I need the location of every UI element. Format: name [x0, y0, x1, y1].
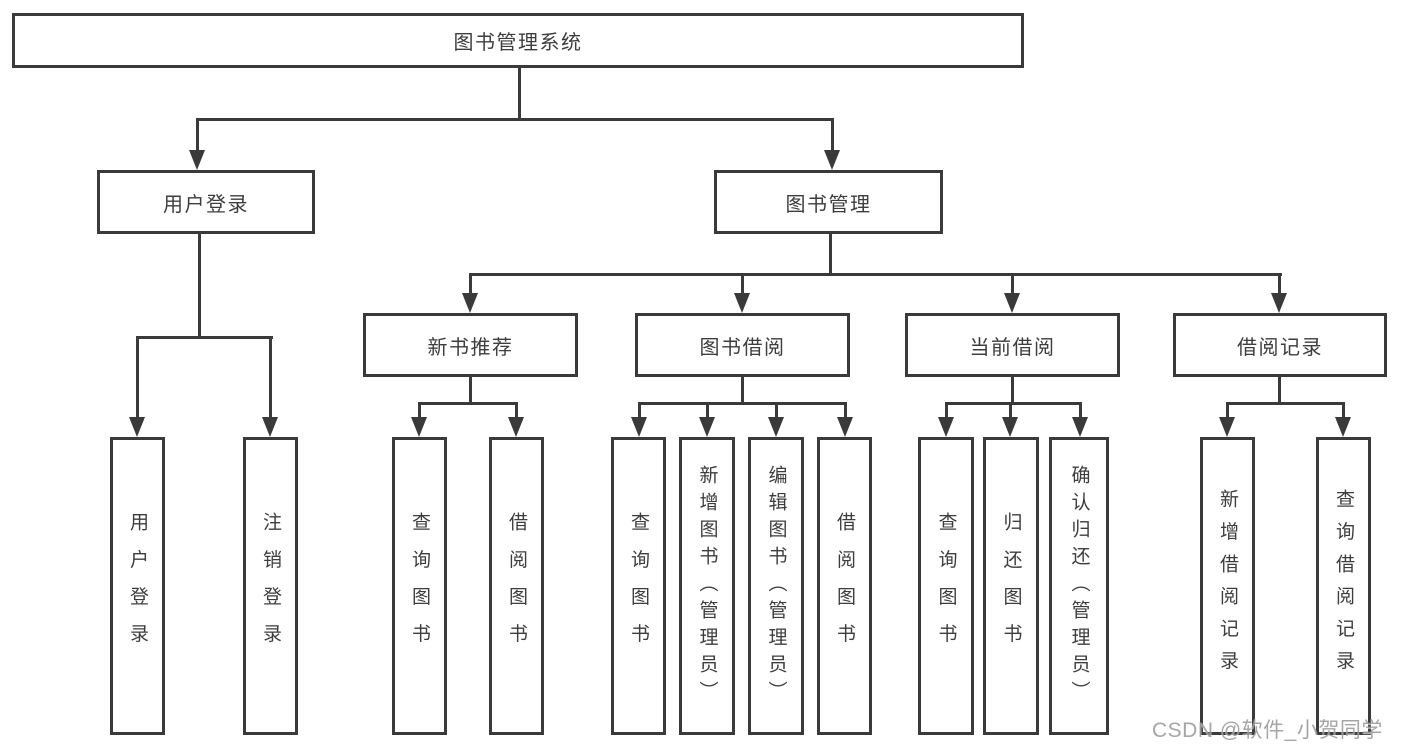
- leaf-user-login: 用户登录: [110, 437, 165, 735]
- leaf-add-books-admin-label: 新增图书（管理员）: [696, 464, 718, 708]
- arrow-down-icon: [262, 417, 278, 437]
- node-library-system: 图书管理系统: [12, 13, 1024, 68]
- connector-leaf-stub: [1226, 402, 1229, 420]
- node-current-borrow-label: 当前借阅: [969, 336, 1056, 359]
- leaf-confirm-return-admin-label: 确认归还（管理员）: [1068, 464, 1090, 708]
- leaf-edit-books-admin-label: 编辑图书（管理员）: [765, 464, 787, 708]
- connector-to-borrow-records: [1278, 273, 1281, 297]
- node-book-borrow: 图书借阅: [635, 313, 850, 377]
- leaf-borrow-books-label: 借阅图书: [834, 511, 855, 661]
- node-book-borrow-label: 图书借阅: [699, 336, 786, 359]
- connector-to-leaf-login: [136, 336, 139, 420]
- connector-new-book-crossbar: [418, 402, 518, 405]
- node-user-login: 用户登录: [97, 170, 315, 234]
- arrow-down-icon: [699, 417, 715, 437]
- connector-user-login-stem: [198, 234, 201, 339]
- arrow-down-icon: [837, 417, 853, 437]
- arrow-down-icon: [1072, 417, 1088, 437]
- node-new-book-recommend-label: 新书推荐: [427, 336, 514, 359]
- node-book-management: 图书管理: [714, 170, 943, 234]
- leaf-logout: 注销登录: [243, 437, 298, 735]
- node-new-book-recommend: 新书推荐: [363, 313, 578, 377]
- connector-book-borrow-crossbar: [638, 402, 847, 405]
- arrow-down-icon: [1335, 417, 1351, 437]
- connector-root-crossbar: [196, 118, 834, 121]
- node-book-management-label: 图书管理: [785, 193, 872, 216]
- connector-root-stem: [518, 68, 521, 121]
- arrow-down-icon: [508, 417, 524, 437]
- connector-current-borrow-stem: [1011, 377, 1014, 405]
- leaf-query-borrow-record-label: 查询借阅记录: [1333, 489, 1354, 683]
- arrow-down-icon: [734, 293, 750, 313]
- connector-book-management-crossbar: [469, 273, 1282, 276]
- connector-leaf-stub: [1342, 402, 1345, 420]
- connector-to-book-management: [831, 118, 834, 152]
- connector-book-management-stem: [829, 234, 832, 276]
- arrow-down-icon: [938, 417, 954, 437]
- node-user-login-label: 用户登录: [163, 193, 249, 216]
- leaf-return-books-label: 归还图书: [1000, 511, 1022, 661]
- connector-user-login-crossbar: [136, 336, 273, 339]
- leaf-query-borrow-record: 查询借阅记录: [1316, 437, 1371, 735]
- leaf-add-borrow-record: 新增借阅记录: [1200, 437, 1255, 735]
- leaf-borrow-books-recommend-label: 借阅图书: [506, 511, 527, 661]
- connector-leaf-stub: [1009, 402, 1012, 420]
- connector-leaf-stub: [844, 402, 847, 420]
- leaf-query-books-current-label: 查询图书: [935, 511, 957, 661]
- leaf-query-books-borrow: 查询图书: [611, 437, 666, 735]
- arrow-down-icon: [462, 293, 478, 313]
- arrow-down-icon: [189, 150, 205, 170]
- node-borrow-records: 借阅记录: [1173, 313, 1387, 377]
- connector-book-borrow-stem: [741, 377, 744, 405]
- arrow-down-icon: [1002, 417, 1018, 437]
- connector-current-borrow-crossbar: [945, 402, 1082, 405]
- connector-to-new-book: [469, 273, 472, 297]
- node-current-borrow: 当前借阅: [905, 313, 1120, 377]
- arrow-down-icon: [824, 150, 840, 170]
- leaf-query-books-recommend-label: 查询图书: [409, 511, 430, 661]
- leaf-logout-label: 注销登录: [260, 511, 281, 661]
- connector-to-current-borrow: [1011, 273, 1014, 297]
- csdn-watermark: CSDN @软件_小贺同学: [1152, 719, 1383, 742]
- arrow-down-icon: [1004, 293, 1020, 313]
- leaf-query-books-recommend: 查询图书: [392, 437, 447, 735]
- connector-leaf-stub: [945, 402, 948, 420]
- leaf-add-borrow-record-label: 新增借阅记录: [1217, 489, 1238, 683]
- leaf-query-books-borrow-label: 查询图书: [628, 511, 649, 661]
- leaf-add-books-admin: 新增图书（管理员）: [679, 437, 735, 735]
- arrow-down-icon: [411, 417, 427, 437]
- connector-leaf-stub: [515, 402, 518, 420]
- connector-leaf-stub: [775, 402, 778, 420]
- leaf-borrow-books: 借阅图书: [817, 437, 872, 735]
- leaf-edit-books-admin: 编辑图书（管理员）: [748, 437, 804, 735]
- connector-leaf-stub: [1079, 402, 1082, 420]
- arrow-down-icon: [1271, 293, 1287, 313]
- node-borrow-records-label: 借阅记录: [1237, 336, 1323, 359]
- arrow-down-icon: [1219, 417, 1235, 437]
- connector-new-book-stem: [469, 377, 472, 405]
- arrow-down-icon: [129, 417, 145, 437]
- arrow-down-icon: [768, 417, 784, 437]
- leaf-borrow-books-recommend: 借阅图书: [489, 437, 544, 735]
- connector-borrow-records-stem: [1278, 377, 1281, 405]
- leaf-return-books: 归还图书: [983, 437, 1039, 735]
- connector-leaf-stub: [418, 402, 421, 420]
- leaf-user-login-label: 用户登录: [127, 511, 148, 661]
- connector-to-book-borrow: [741, 273, 744, 297]
- connector-to-leaf-logout: [269, 336, 272, 420]
- connector-borrow-records-crossbar: [1226, 402, 1345, 405]
- leaf-query-books-current: 查询图书: [918, 437, 974, 735]
- connector-leaf-stub: [638, 402, 641, 420]
- connector-to-user-login: [196, 118, 199, 152]
- leaf-confirm-return-admin: 确认归还（管理员）: [1049, 437, 1109, 735]
- connector-leaf-stub: [706, 402, 709, 420]
- arrow-down-icon: [631, 417, 647, 437]
- node-library-system-label: 图书管理系统: [453, 32, 583, 54]
